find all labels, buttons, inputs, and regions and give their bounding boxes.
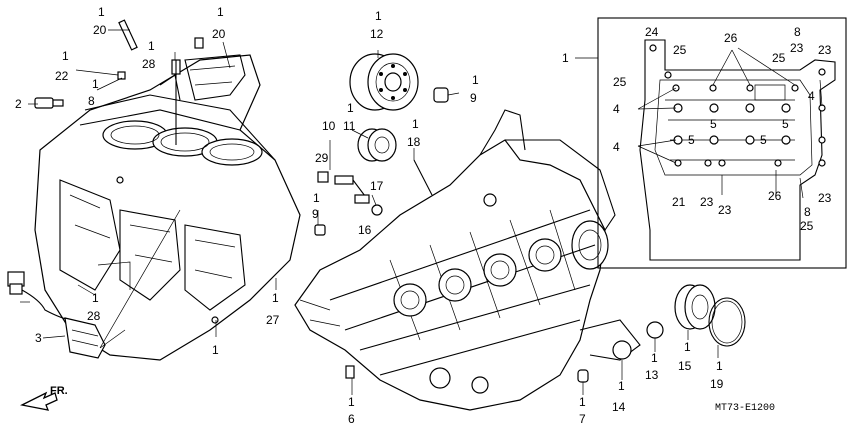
needle-bearing-14	[612, 340, 632, 360]
bolt-pattern-panel	[597, 17, 847, 269]
sensor-harness	[7, 271, 106, 359]
callout-top: 1	[212, 343, 219, 357]
upper-crankcase	[34, 19, 301, 361]
panel-label: 26	[768, 189, 782, 203]
callout-top: 1	[92, 77, 99, 91]
callout-top: 1	[313, 191, 320, 205]
dowel-pin-2	[314, 224, 326, 236]
callout-top: 1	[348, 395, 355, 409]
callout-top: 1	[472, 73, 479, 87]
callout-top: 2	[15, 97, 22, 111]
callout-bottom: 12	[370, 27, 384, 41]
panel-label: 23	[718, 203, 732, 217]
callout-bottom: 27	[266, 313, 280, 327]
panel-label: 23	[818, 43, 832, 57]
dowel-pin	[433, 87, 449, 103]
needle-bearing-13	[646, 321, 664, 339]
panel-label: 5	[760, 133, 767, 147]
oil-seal	[674, 284, 716, 330]
callout-bottom: 13	[645, 368, 659, 382]
panel-label: 4	[808, 89, 815, 103]
panel-label: 4	[613, 102, 620, 116]
callout-bottom: 9	[312, 207, 319, 221]
o-ring	[371, 204, 383, 216]
callout-bottom: 11	[343, 119, 356, 133]
callout-top: 1	[651, 351, 658, 365]
callout-bottom: 22	[55, 69, 69, 83]
panel-label: 25	[800, 219, 814, 233]
panel-label: 4	[613, 140, 620, 154]
callout-bottom: 16	[358, 223, 372, 237]
callout-top: 1	[412, 117, 419, 131]
callout-top: 1	[347, 101, 354, 115]
callout-bottom: 19	[710, 377, 724, 391]
callout-top: 1	[92, 291, 99, 305]
panel-label: 5	[688, 133, 695, 147]
callout-top: 1	[62, 49, 69, 63]
panel-label: 24	[645, 25, 659, 39]
lower-crankcase	[294, 109, 641, 411]
callout-top: 1	[98, 5, 105, 19]
callout-top: 10	[322, 119, 336, 133]
callout-bottom: 9	[470, 91, 477, 105]
panel-label: 8	[794, 25, 801, 39]
callout-bottom: 15	[678, 359, 692, 373]
panel-label: 25	[673, 43, 687, 57]
callout-top: 1	[579, 395, 586, 409]
callout-top: 1	[716, 359, 723, 373]
panel-label: 5	[782, 117, 789, 131]
callout-bottom: 20	[93, 23, 107, 37]
callout-top: 3	[35, 331, 42, 345]
panel-label: 5	[710, 117, 717, 131]
panel-labels: 24 25 26 8 23 25 23 25 4 5 4 4 5 5 5 21 …	[613, 25, 832, 233]
panel-label: 25	[772, 51, 786, 65]
callout-top: 1	[272, 291, 279, 305]
bolt-6	[345, 365, 355, 379]
callout-top: 1	[684, 340, 691, 354]
panel-label: 21	[672, 195, 686, 209]
callout-bottom: 8	[88, 94, 95, 108]
callout-bottom: 20	[212, 27, 226, 41]
bearing-large	[349, 53, 419, 111]
stud-bolt	[413, 159, 433, 196]
callout-bottom: 29	[315, 151, 329, 165]
diagram-code: MT73-E1200	[715, 403, 775, 414]
callout-bottom: 28	[142, 57, 156, 71]
front-arrow-icon	[19, 391, 58, 411]
callout-top: 1	[375, 9, 382, 23]
panel-label: 23	[790, 41, 804, 55]
callout-top: 1	[618, 379, 625, 393]
bolt-7	[577, 369, 589, 383]
callout-bottom: 7	[579, 412, 586, 426]
callout-top: 1	[148, 39, 155, 53]
oil-jet	[317, 171, 370, 204]
callout-bottom: 28	[87, 309, 101, 323]
bearing-small	[357, 128, 397, 162]
panel-label: 25	[613, 75, 627, 89]
callout-top: 1	[217, 5, 224, 19]
callout-bottom: 18	[407, 135, 421, 149]
leader-lines	[20, 29, 823, 395]
oil-pressure-switch	[34, 97, 64, 109]
panel-label: 26	[724, 31, 738, 45]
front-marker: FR.	[50, 385, 68, 397]
circlip	[708, 297, 746, 347]
callout-bottom: 6	[348, 412, 355, 426]
callouts: 1 20 1 20 1 28 1 22 1 8 2 3 1 28 1 27 1 …	[15, 5, 724, 426]
panel-label: 23	[700, 195, 714, 209]
panel-label: 23	[818, 191, 832, 205]
panel-bolts	[649, 44, 826, 167]
panel-label: 8	[804, 205, 811, 219]
callout-top: 1	[562, 51, 569, 65]
callout-bottom: 14	[612, 400, 626, 414]
callout-top: 17	[370, 179, 384, 193]
